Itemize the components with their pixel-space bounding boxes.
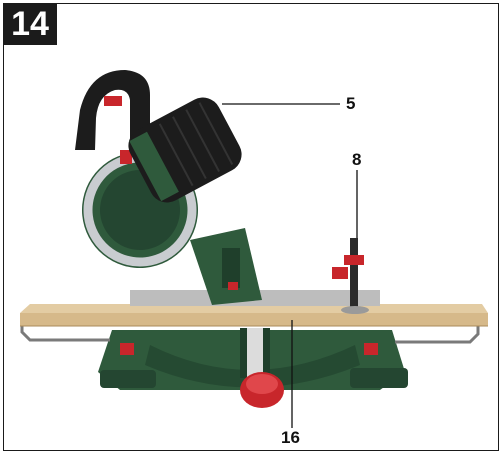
callout-label-clamp: 8	[352, 150, 362, 169]
callout-label-table: 16	[281, 428, 300, 447]
workpiece-clamp	[332, 238, 369, 314]
callout-leaders	[222, 103, 358, 428]
operating-handle	[75, 70, 150, 164]
wood-workpiece	[20, 304, 488, 327]
callout-label-motor: 5	[346, 94, 356, 113]
turntable	[240, 328, 284, 408]
saw-arm	[190, 228, 262, 305]
figure-number-badge: 14	[3, 3, 57, 45]
motor-housing	[128, 97, 242, 203]
extension-rails	[20, 324, 480, 344]
